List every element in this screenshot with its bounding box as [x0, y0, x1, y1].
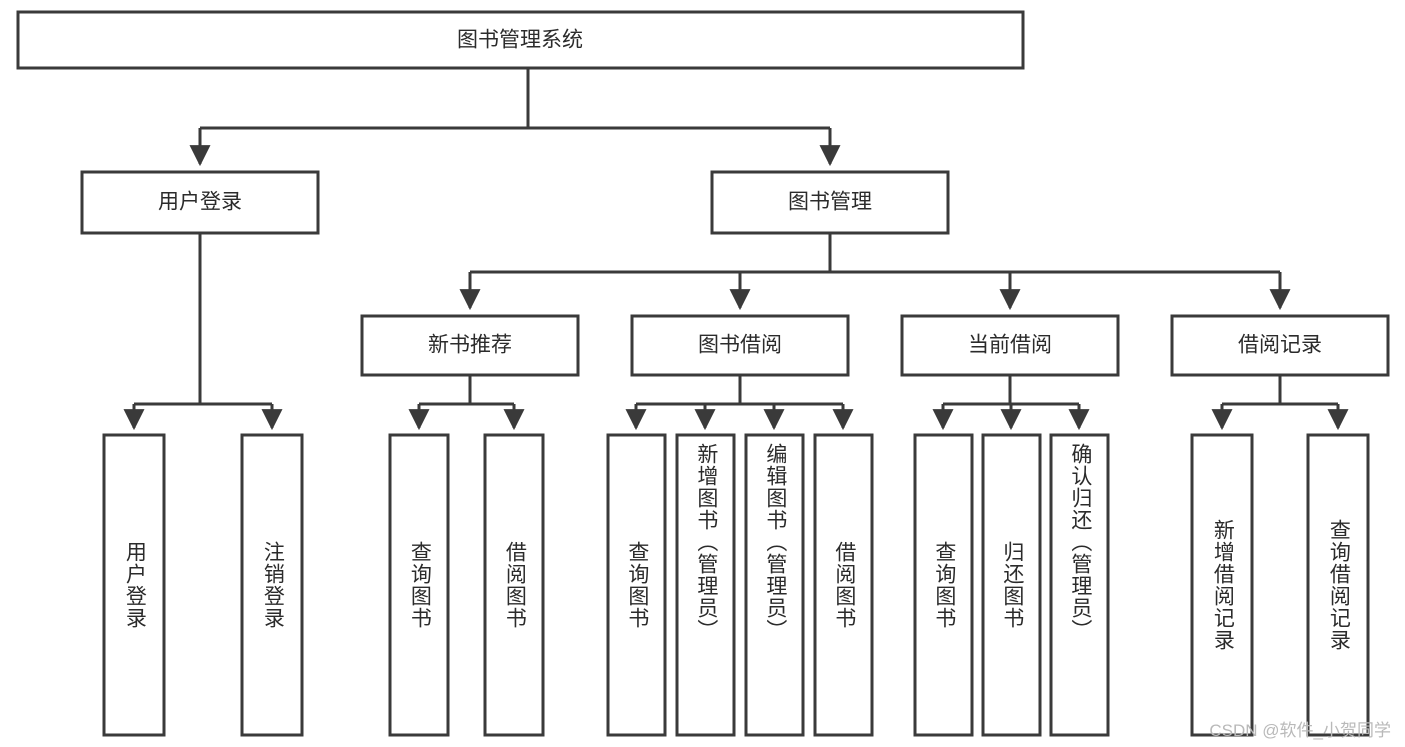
node-root-label: 图书管理系统	[457, 29, 583, 52]
csdn-watermark: CSDN @软件_小贺同学	[1209, 721, 1391, 740]
node-leaf-query-book-1-box[interactable]	[388, 433, 450, 737]
node-current-borrow-label: 当前借阅	[968, 334, 1052, 357]
node-leaf-query-book-3-box[interactable]	[913, 433, 974, 737]
node-borrow-record-label: 借阅记录	[1238, 334, 1322, 357]
node-leaf-user-login-box[interactable]	[102, 433, 166, 737]
node-root-box[interactable]	[16, 10, 1025, 70]
node-leaf-confirm-return-box[interactable]	[1049, 433, 1110, 737]
node-new-book-rec-box[interactable]	[360, 314, 580, 377]
node-leaf-query-record-box[interactable]	[1306, 433, 1370, 737]
node-leaf-logout-box[interactable]	[240, 433, 304, 737]
node-leaf-return-book-box[interactable]	[981, 433, 1042, 737]
node-user-login-label: 用户登录	[158, 191, 242, 214]
node-leaf-add-book-box[interactable]	[675, 433, 736, 737]
node-leaf-borrow-book-1-box[interactable]	[483, 433, 545, 737]
node-leaf-edit-book-box[interactable]	[744, 433, 805, 737]
node-leaf-add-record-box[interactable]	[1190, 433, 1254, 737]
node-leaf-borrow-book-2-box[interactable]	[813, 433, 874, 737]
node-user-login-box[interactable]	[80, 170, 320, 235]
node-current-borrow-box[interactable]	[900, 314, 1120, 377]
node-new-book-rec-label: 新书推荐	[428, 334, 512, 357]
node-leaf-query-book-2-box[interactable]	[606, 433, 667, 737]
node-book-manage-label: 图书管理	[788, 191, 872, 214]
node-book-borrow-label: 图书借阅	[698, 334, 782, 357]
